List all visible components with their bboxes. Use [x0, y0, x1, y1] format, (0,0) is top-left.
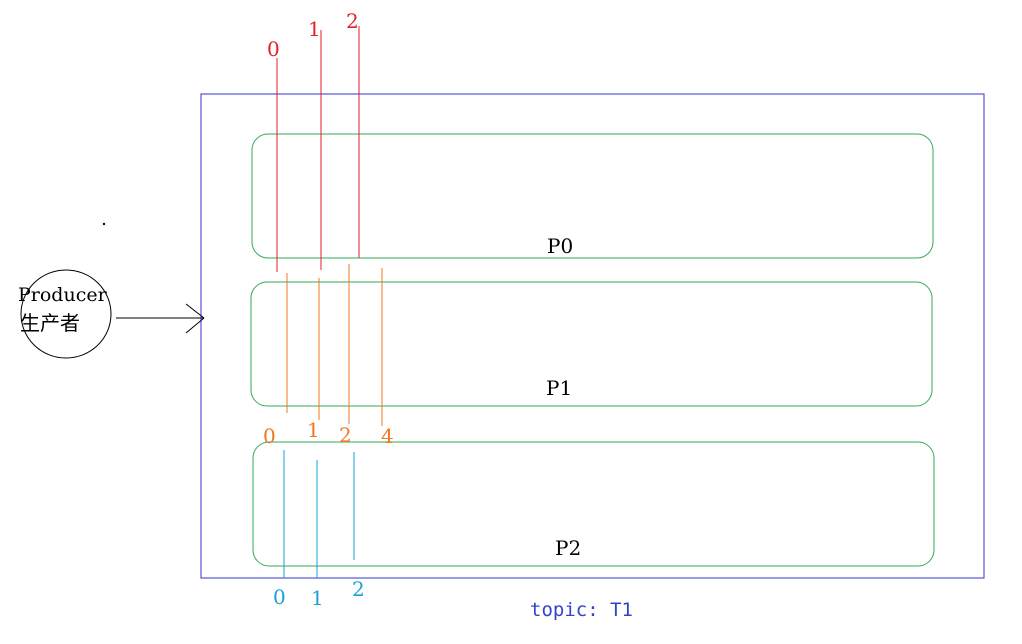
producer-arrow-head-upper — [185, 303, 205, 319]
stray-dot — [102, 222, 106, 226]
p1-offset-label-0: 0 — [263, 424, 276, 448]
producer-label-zh: 生产者 — [20, 311, 80, 335]
p1-offset-label-1: 1 — [307, 418, 320, 442]
p0-offset-label-2: 2 — [346, 9, 359, 33]
p0-offset-label-1: 1 — [308, 17, 321, 41]
p2-offset-label-2: 2 — [352, 577, 365, 601]
producer-circle — [20, 269, 112, 359]
partition-box-p1 — [250, 281, 933, 407]
partition-box-p2 — [252, 441, 935, 567]
partition-label-p2: P2 — [555, 536, 581, 560]
p2-offset-label-0: 0 — [273, 585, 286, 609]
partition-box-p0 — [251, 133, 934, 259]
producer-label: Producer — [18, 284, 108, 306]
p1-offset-label-3: 4 — [381, 424, 394, 448]
topic-box — [200, 93, 985, 579]
partition-label-p0: P0 — [547, 234, 573, 258]
p1-offset-label-2: 2 — [339, 423, 352, 447]
topic-label: topic: T1 — [530, 599, 633, 621]
producer-arrow-head-lower — [185, 317, 205, 334]
p0-offset-label-0: 0 — [267, 37, 280, 61]
partition-label-p1: P1 — [546, 376, 572, 400]
p2-offset-label-1: 1 — [311, 586, 324, 610]
